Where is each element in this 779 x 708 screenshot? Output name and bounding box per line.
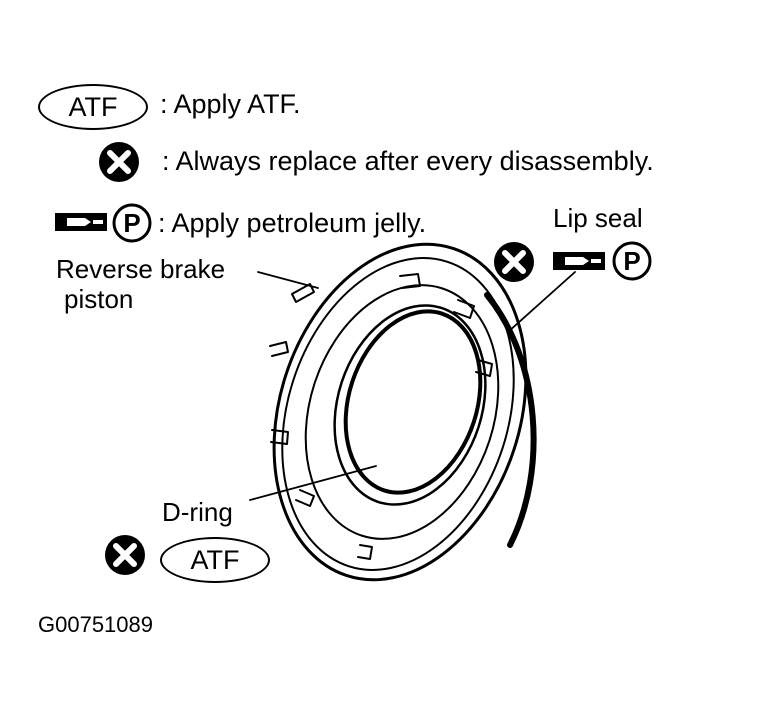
legend-replace-text: : Always replace after every disassembly…	[162, 146, 654, 176]
legend-atf-text: : Apply ATF.	[160, 89, 301, 119]
leader-lip-seal	[507, 271, 576, 333]
rim-notch	[357, 544, 373, 560]
piston-outer-rim	[272, 242, 528, 582]
leader-reverse-brake	[257, 271, 319, 289]
grease-tube-icon	[55, 213, 107, 231]
d-ring-atf-symbol: ATF	[160, 537, 270, 583]
rim-notch	[453, 299, 475, 319]
rim-notch	[295, 489, 315, 507]
rim-notch	[269, 341, 289, 357]
p-circle-letter: P	[623, 246, 640, 276]
x-circle-icon	[105, 535, 145, 575]
rim-notch	[270, 429, 289, 445]
legend-jelly-text: : Apply petroleum jelly.	[158, 208, 427, 238]
leader-d-ring	[249, 465, 377, 501]
piston-second-rim	[281, 257, 515, 571]
label-lip-seal: Lip seal	[553, 203, 643, 233]
rim-notch	[475, 359, 493, 377]
label-reverse-brake-line1: Reverse brake	[56, 254, 226, 284]
p-circle-letter: P	[123, 208, 140, 238]
rim-notch	[399, 273, 421, 289]
d-ring-atf-text: ATF	[190, 544, 240, 575]
atf-symbol-text: ATF	[68, 91, 118, 122]
label-reverse-brake-line2: piston	[64, 284, 134, 314]
piston-bore-outer	[333, 304, 487, 506]
figure-code: G00751089	[38, 612, 153, 637]
piston-step	[304, 284, 500, 540]
x-circle-icon	[494, 242, 534, 282]
label-d-ring: D-ring	[162, 497, 233, 527]
grease-tube-icon	[553, 252, 605, 270]
p-circle-icon: P	[612, 241, 652, 281]
d-ring-groove	[343, 309, 483, 495]
p-circle-icon: P	[112, 203, 152, 243]
rim-notch	[291, 283, 315, 303]
atf-symbol: ATF	[38, 84, 148, 130]
x-circle-icon	[99, 142, 139, 182]
